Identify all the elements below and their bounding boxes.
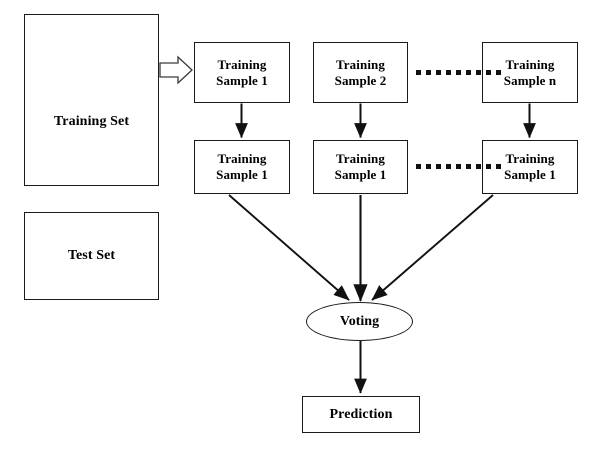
dot	[416, 70, 421, 75]
training-set-label: Training Set	[53, 114, 130, 130]
dot	[466, 70, 471, 75]
dot	[496, 164, 501, 169]
dot	[446, 164, 451, 169]
arrow-model1-to-voting	[228, 194, 350, 301]
model-n-label: Training Sample 1	[504, 151, 556, 182]
dot	[476, 164, 481, 169]
dot	[486, 164, 491, 169]
training-sample-n-label: Training Sample n	[503, 56, 557, 88]
training-sample-2-box[interactable]: Training Sample 2	[313, 42, 408, 103]
model-1-label: Training Sample 1	[216, 151, 268, 182]
dot	[496, 70, 501, 75]
prediction-label: Prediction	[329, 406, 393, 422]
ellipsis-dots-row-1	[416, 70, 501, 75]
dot	[436, 164, 441, 169]
arrow-modeln-to-voting	[371, 194, 494, 301]
dot	[466, 164, 471, 169]
test-set-box[interactable]: Test Set	[24, 212, 159, 300]
training-sample-2-label: Training Sample 2	[334, 56, 387, 88]
model-2-label: Training Sample 1	[334, 151, 387, 182]
dot	[456, 70, 461, 75]
dot	[456, 164, 461, 169]
model-1-box[interactable]: Training Sample 1	[194, 140, 290, 194]
test-set-label: Test Set	[67, 248, 116, 264]
model-2-box[interactable]: Training Sample 1	[313, 140, 408, 194]
dot	[446, 70, 451, 75]
voting-label: Voting	[339, 313, 380, 329]
voting-ellipse[interactable]: Voting	[306, 302, 413, 341]
dot	[426, 164, 431, 169]
ellipsis-dots-row-2	[416, 164, 501, 169]
dot	[436, 70, 441, 75]
training-sample-1-label: Training Sample 1	[216, 56, 268, 88]
training-sample-1-box[interactable]: Training Sample 1	[194, 42, 290, 103]
prediction-box[interactable]: Prediction	[302, 396, 420, 433]
dot	[426, 70, 431, 75]
block-arrow-training-set-to-sample1	[159, 55, 193, 85]
dot	[486, 70, 491, 75]
training-set-box[interactable]: Training Set	[24, 14, 159, 186]
dot	[476, 70, 481, 75]
dot	[416, 164, 421, 169]
